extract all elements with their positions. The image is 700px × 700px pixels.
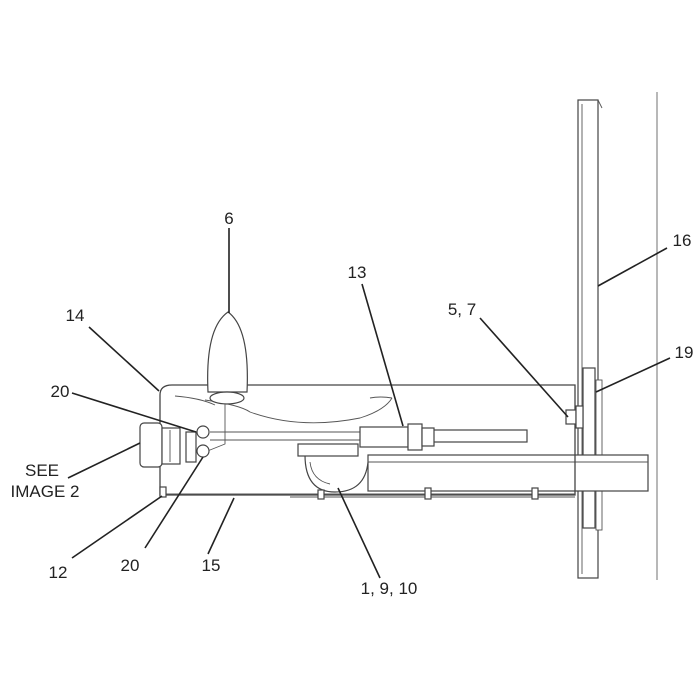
leader-19 — [595, 357, 671, 393]
mounting-bolts — [565, 405, 584, 429]
callout-1-9-10: 1, 9, 10 — [361, 579, 418, 598]
leader-5-7 — [479, 317, 569, 418]
drain-pipe — [367, 454, 649, 492]
callout-15: 15 — [202, 556, 221, 575]
leader-12 — [71, 495, 163, 559]
callout-16: 16 — [673, 231, 692, 250]
callout-12: 12 — [49, 563, 68, 582]
leader-14 — [88, 326, 160, 392]
basin-rim — [174, 395, 393, 406]
regulator-valve — [359, 423, 435, 451]
callout-20-top: 20 — [51, 382, 70, 401]
callout-6: 6 — [224, 209, 233, 228]
leader-20-top — [71, 392, 197, 433]
drain-trap — [297, 443, 369, 493]
elbow-fittings — [196, 425, 210, 458]
callout-14: 14 — [66, 306, 85, 325]
bubbler-head — [204, 311, 248, 453]
hanger-bracket — [582, 367, 603, 531]
leader-15 — [207, 497, 235, 555]
fountain-housing — [159, 384, 576, 498]
bottom-screws — [159, 486, 539, 500]
basin-bowl — [204, 397, 393, 424]
callout-19: 19 — [675, 343, 694, 362]
callout-see-image-line1: SEE — [25, 461, 59, 480]
leader-20-bottom — [144, 456, 204, 549]
leader-13 — [361, 283, 404, 427]
leader-1-9-10 — [337, 487, 381, 579]
leader-see-image — [67, 442, 141, 479]
leader-16 — [597, 247, 668, 287]
callout-13: 13 — [348, 263, 367, 282]
callout-5-7: 5, 7 — [448, 300, 476, 319]
callout-see-image-line2: IMAGE 2 — [11, 482, 80, 501]
push-button — [139, 422, 197, 468]
callout-20-bottom: 20 — [121, 556, 140, 575]
